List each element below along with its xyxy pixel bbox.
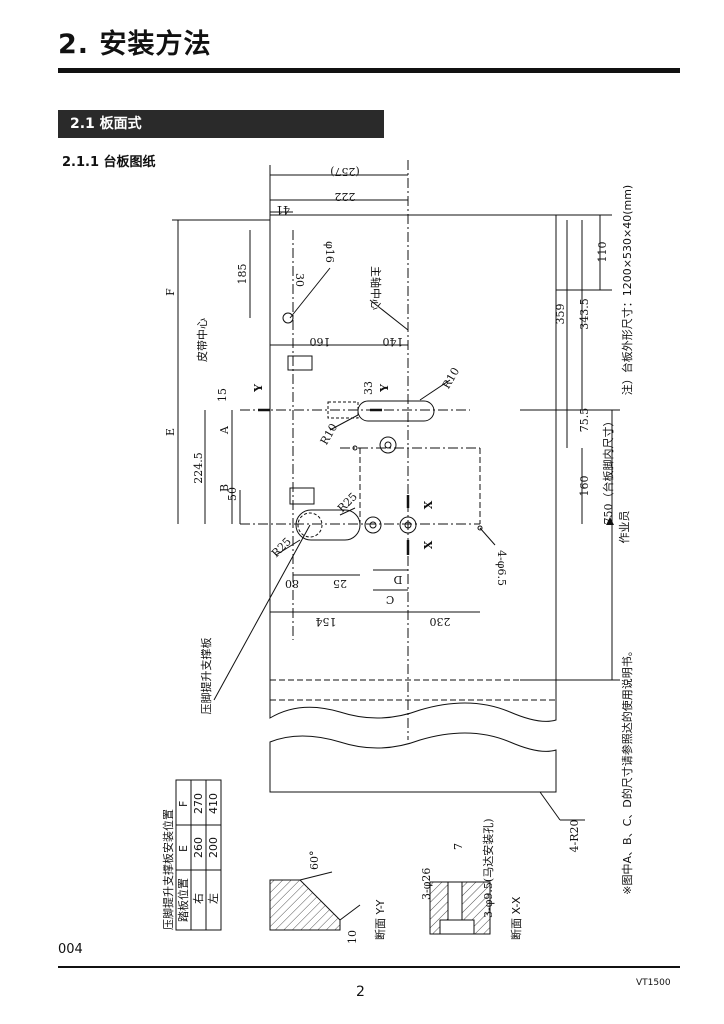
dim-C: C bbox=[386, 593, 394, 606]
board-upper-outline bbox=[269, 214, 557, 722]
section-heading: 2.1 板面式 bbox=[58, 110, 384, 138]
section-x-x-detail: 7 3-φ26 3-φ9.5(马达安装孔) 断面 X-X bbox=[420, 819, 523, 941]
dim-A: A bbox=[218, 425, 231, 435]
abcd-note: ※图中A、B、C、D的尺寸请参照达的使用说明书。 bbox=[620, 645, 634, 894]
table-header-pedal: 踏板位置 bbox=[176, 878, 190, 922]
yy-dim10: 10 bbox=[346, 930, 359, 944]
dim-257: (257) bbox=[330, 165, 360, 178]
dim-224-5: 224.5 bbox=[192, 452, 205, 484]
yy-angle: 60° bbox=[308, 851, 321, 871]
dim-154: 154 bbox=[316, 615, 337, 628]
marker-Y-left: Y bbox=[252, 384, 265, 393]
xx-holes-a: 3-φ26 bbox=[420, 868, 433, 900]
dim-222: 222 bbox=[335, 190, 356, 203]
dim-750: 750（台板脚内尺寸） bbox=[601, 416, 615, 525]
dim-F: F bbox=[164, 288, 177, 296]
dim-E: E bbox=[164, 428, 177, 436]
dim-30: 30 bbox=[293, 273, 306, 287]
dim-359: 359 bbox=[554, 304, 567, 325]
dim-phi6-5: 4-φ6.5 bbox=[495, 550, 508, 586]
section-y-y-detail: 60° 10 断面 Y-Y bbox=[269, 851, 387, 944]
xx-label: 断面 X-X bbox=[509, 896, 523, 940]
dim-50: 50 bbox=[226, 487, 239, 501]
dim-R10a: R10 bbox=[440, 365, 462, 391]
board-lower-outline bbox=[269, 732, 557, 793]
spindle-center-label: 主轴中心 bbox=[369, 266, 383, 310]
xx-holes-b: 3-φ9.5(马达安装孔) bbox=[481, 819, 495, 919]
table-cell-left: 左 bbox=[207, 893, 220, 904]
table-cell-right-F: 270 bbox=[192, 793, 205, 814]
dim-R10b: R10 bbox=[318, 421, 340, 447]
page-number: 2 bbox=[356, 984, 365, 1000]
slot-r25 bbox=[295, 509, 361, 541]
dim-25: 25 bbox=[333, 577, 347, 590]
marker-Y-right: Y bbox=[378, 384, 391, 393]
title-rule bbox=[58, 68, 680, 73]
marker-X-bottom: X bbox=[422, 540, 435, 549]
dim-343-5: 343.5 bbox=[578, 298, 591, 330]
dim-160-left: 160 bbox=[310, 335, 331, 348]
dim-160-right: 160 bbox=[578, 476, 591, 497]
support-plate-label: 压脚提升支撑板 bbox=[199, 638, 213, 715]
xx-dim7: 7 bbox=[452, 843, 465, 850]
dim-41: 41 bbox=[276, 203, 290, 216]
dim-phi16: φ16 bbox=[323, 241, 336, 263]
dim-110: 110 bbox=[596, 242, 609, 263]
dim-R20: 4-R20 bbox=[568, 820, 581, 853]
board-size-note: 注）台板外形尺寸：1200×530×40(mm) bbox=[620, 185, 634, 395]
dim-B: B bbox=[218, 484, 231, 492]
belt-center-label: 皮带中心 bbox=[196, 318, 209, 362]
dim-D: D bbox=[393, 573, 402, 586]
table-title: 压脚提升支撑板安装位置 bbox=[161, 809, 175, 930]
dim-R25a: R25 bbox=[335, 490, 360, 515]
table-header-F: F bbox=[177, 801, 190, 807]
marker-X-top: X bbox=[422, 500, 435, 509]
operator-triangle-icon bbox=[606, 517, 614, 525]
dim-33: 33 bbox=[362, 381, 375, 395]
mounting-position-table: 压脚提升支撑板安装位置 踏板位置 E F 右 260 270 左 200 410 bbox=[161, 779, 222, 931]
operator-label: 作业员 bbox=[618, 511, 631, 544]
dim-80: 80 bbox=[285, 577, 299, 590]
model-code: VT1500 bbox=[636, 978, 671, 988]
slot-r10 bbox=[357, 400, 435, 422]
table-header-E: E bbox=[177, 845, 190, 852]
dim-R25b: R25 bbox=[269, 535, 294, 560]
dim-140: 140 bbox=[383, 335, 404, 348]
page-code: 004 bbox=[58, 942, 83, 957]
dim-75-5: 75.5 bbox=[578, 408, 591, 433]
table-cell-left-F: 410 bbox=[207, 793, 220, 814]
footer-rule bbox=[58, 966, 680, 968]
table-cell-right: 右 bbox=[191, 893, 205, 904]
subsection-heading: 2.1.1 台板图纸 bbox=[62, 155, 156, 170]
page-title: 2. 安装方法 bbox=[58, 29, 212, 60]
table-cell-right-E: 260 bbox=[192, 837, 205, 858]
dim-15: 15 bbox=[216, 388, 229, 402]
dim-185: 185 bbox=[236, 264, 249, 285]
dim-230: 230 bbox=[430, 615, 451, 628]
table-cell-left-E: 200 bbox=[207, 837, 220, 858]
yy-label: 断面 Y-Y bbox=[373, 899, 387, 940]
